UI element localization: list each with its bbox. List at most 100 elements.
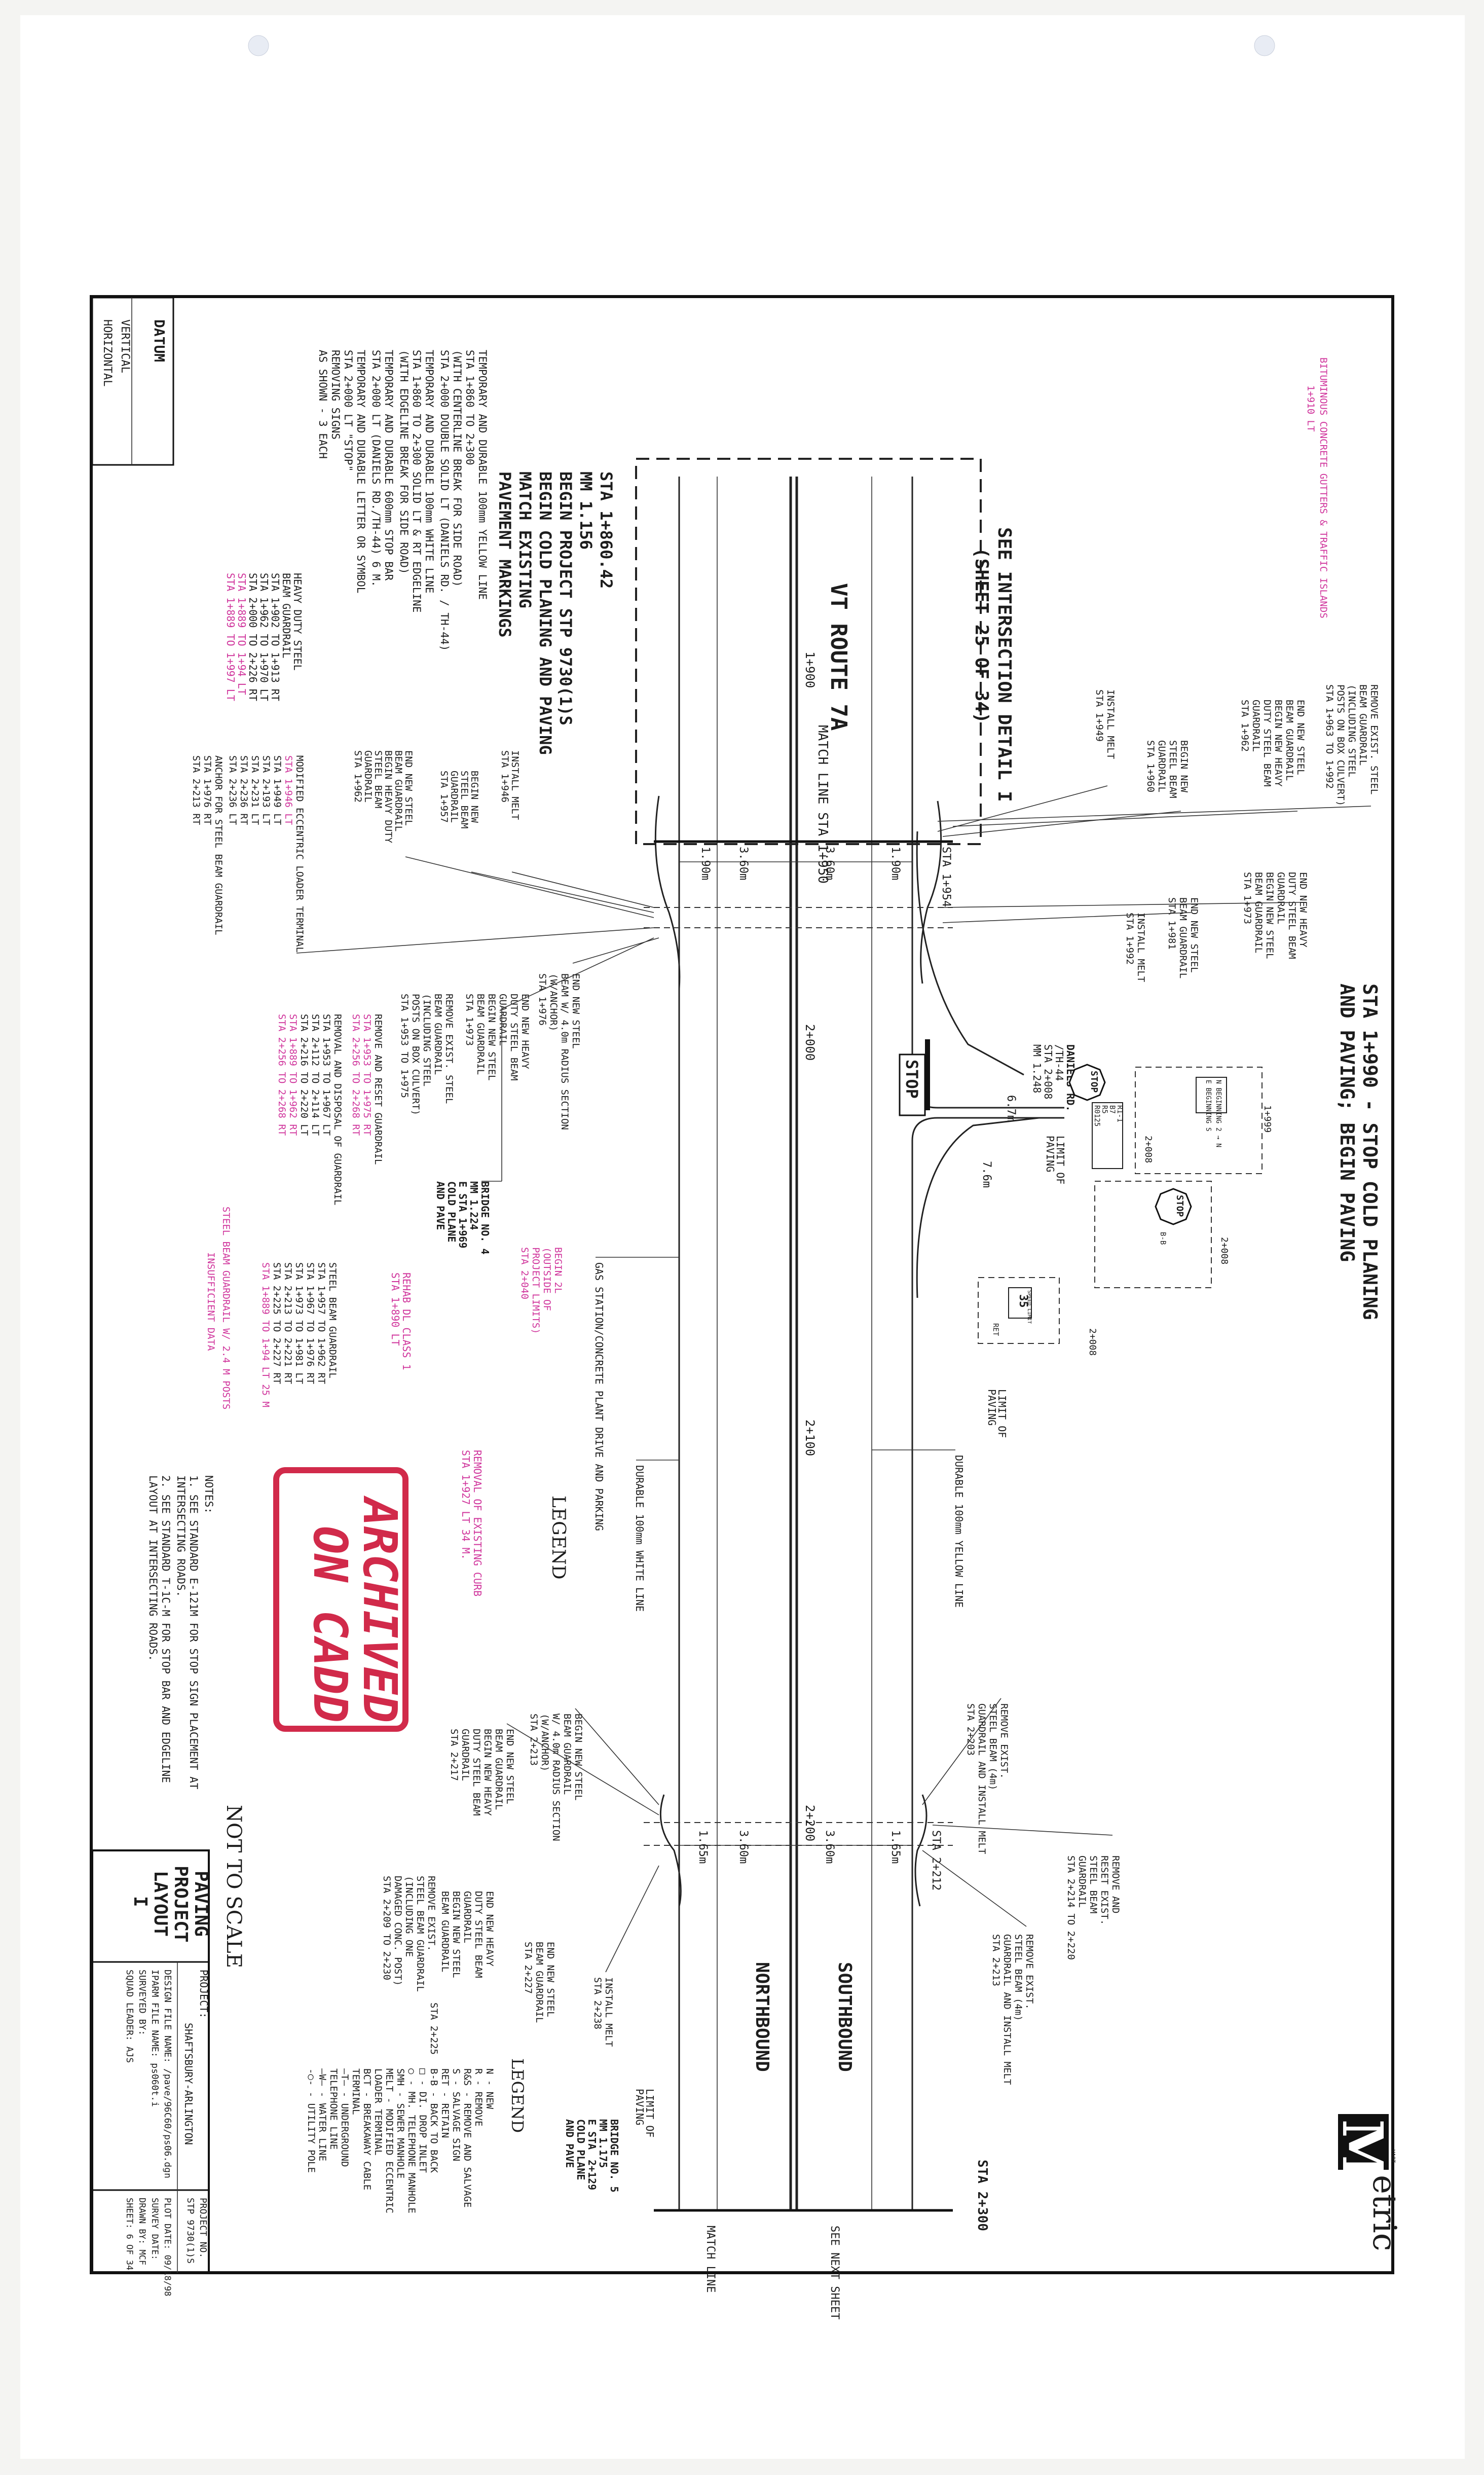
sign-code-4: R0125 [1093, 1105, 1101, 1126]
intersection-detail-title: SEE INTERSECTION DETAIL I [994, 527, 1015, 802]
lc-note-5-3: STEEL BEAM [373, 750, 384, 808]
rb-1-1: STEEL BEAM (4m) [987, 1703, 998, 1791]
lc-note-1-0: BEGIN NEW [469, 771, 480, 823]
tr-4-5: STA 1+973 [1242, 872, 1253, 924]
ml-0-0: END NEW STEEL [570, 973, 581, 1049]
sign-box-3 [978, 1277, 1060, 1344]
dim-top-2: 3.60m [737, 847, 750, 880]
limit-paving-4: PAVING [1044, 1136, 1056, 1172]
tb-squad: SQUAD LEADER: AJS [124, 1970, 135, 2063]
guardrail-right-bottom [914, 1794, 927, 1907]
title-block: PAVING PROJECT LAYOUT I PROJECT: SHAFTSB… [91, 1849, 211, 2296]
begin-project-line-6: PAVEMENT MARKINGS [495, 471, 514, 638]
stop-pavement-text: STOP [902, 1060, 921, 1099]
tr-1-4: GUARDRAIL [1250, 700, 1262, 752]
gas-station-note: GAS STATION/CONCRETE PLANT DRIVE AND PAR… [593, 1262, 605, 1531]
speed-sign-value: 35 [1017, 1294, 1029, 1308]
bt-4-1: BEAM GUARDRAIL [534, 1942, 545, 2023]
bt-0-3: (W/ANCHOR) [539, 1714, 550, 1771]
begin-note: BEGIN 2L (OUTSIDE OF PROJECT LIMITS) STA… [519, 1247, 564, 1334]
tb-iparm: IPARM FILE NAME: ps060t.i [150, 1970, 160, 2107]
melt-2: STA 1+949 LT [272, 755, 283, 825]
match-line-top-label: MATCH LINE STA 1+950 [815, 725, 830, 884]
curb-return-lower [916, 1117, 1040, 1298]
bt-3-4: BEAM GUARDRAIL [439, 1891, 451, 1972]
tr-0-0: REMOVE EXIST. STEEL [1368, 684, 1380, 794]
tb-title-4: I [130, 1896, 151, 1907]
sign-begin-n2-text: E BEGINNING S [1204, 1080, 1212, 1132]
sign-sta-2008a: 2+008 [1143, 1136, 1154, 1163]
notes-2a: 2. SEE STANDARD T-1C-M FOR STOP BAR AND … [160, 1475, 172, 1783]
stop-sign-text-1: STOP [1089, 1071, 1099, 1093]
ml-4-3: STA 2+216 TO 2+220 LT [299, 1014, 310, 1136]
stop-bar-2: STA 2+000 LT (DANIELS RD./TH-44) 6 M. [370, 350, 382, 587]
durable-yellow-note: DURABLE 100mm YELLOW LINE [953, 1455, 965, 1608]
tr-4-4: BEAM GUARDRAIL [1253, 872, 1264, 953]
stop-sign-octagon-1 [1068, 1064, 1106, 1101]
legend-mid-label: LEGEND [548, 1496, 569, 1580]
stop-sign-text-2: STOP [1174, 1195, 1185, 1217]
tr-0-1: BEAM GUARDRAIL [1357, 684, 1368, 766]
ml-4-0: REMOVAL AND DISPOSAL OF GUARDRAIL [332, 1014, 343, 1206]
pavement-marking-notes: TEMPORARY AND DURABLE 100mm YELLOW LINE … [317, 350, 489, 651]
sign-begin-n [1196, 1077, 1227, 1113]
bt-1-2: BEGIN NEW HEAVY [482, 1729, 493, 1816]
archived-stamp: ARCHIVED ON CADD [273, 1467, 409, 1732]
dr-2: STA 2+008 [1042, 1044, 1054, 1099]
guardrail-left-bottom [659, 1794, 682, 1907]
dim-bot-2: 3.60m [737, 1830, 750, 1864]
b5-2: E STA [586, 2119, 598, 2150]
ml-4-1: STA 1+953 TO 1+967 LT [321, 1014, 332, 1136]
datum-title: DATUM [151, 319, 168, 362]
melt-4: STA 2+231 LT [249, 755, 261, 825]
intersection-detail-sheet: (SHEET 25 OF 34) [971, 548, 992, 723]
ml-1-3: BEGIN NEW STEEL [486, 994, 497, 1081]
legend-item-16: -○- - UTILITY POLE [306, 2068, 317, 2173]
legend-item-5: B-B - BACK TO BACK [428, 2068, 439, 2173]
dim-bot-3: 3.60m [823, 1830, 836, 1864]
tb-sheet: SHEET: 6 OF 34 [124, 2198, 134, 2270]
bt-3-1: DUTY STEEL BEAM [473, 1891, 484, 1978]
legend-item-11: BCT - BREAKAWAY CABLE [361, 2068, 373, 2190]
dim-top-4: 1.90m [889, 847, 902, 880]
tb-project-no: STP 9730(1)S [185, 2198, 196, 2264]
left-column-notes: INSTALL MELT STA 1+946 BEGIN NEW STEEL B… [191, 750, 521, 953]
limit-paving-5: LIMIT OF [644, 2089, 656, 2137]
paper [20, 15, 1465, 2459]
sb-3: STA 1+973 TO 1+981 LT [293, 1262, 305, 1384]
rehab-1: REHAB DL CLASS 1 [400, 1272, 413, 1370]
legend-item-6: □ - DI. DROP INLET [417, 2068, 428, 2173]
rb-1-3: STA 2+203 [965, 1703, 976, 1756]
sign-code-ret: RET [991, 1323, 999, 1336]
sb-pink-1: STEEL BEAM GUARDRAIL W/ 2.4 M POSTS [220, 1207, 232, 1409]
intersection-detail-box [635, 458, 982, 845]
station-2000: 2+000 [803, 1024, 817, 1061]
sign-sta-999: 1+999 [1262, 1105, 1273, 1133]
notes-1b: INTERSECTING ROADS. [175, 1475, 187, 1597]
tb-survey-date: SURVEY DATE: [150, 2198, 160, 2260]
ml-1-5: STA 1+973 [464, 994, 475, 1046]
begin-project-line-5: MATCH EXISTING [515, 471, 535, 608]
southbound-label: SOUTHBOUND [834, 1962, 855, 2072]
ml-2-3: POSTS ON BOX CULVERT) [410, 994, 421, 1115]
bn-0: BEGIN 2L [552, 1247, 564, 1294]
tr-2-0: BEGIN NEW [1178, 740, 1190, 793]
scan-hole-left [248, 35, 269, 56]
station-2100: 2+100 [803, 1420, 817, 1456]
see-next-sheet-label: SEE NEXT SHEET [828, 2226, 841, 2319]
logo-m: M [1330, 2119, 1395, 2181]
legend-item-1: R - REMOVE [473, 2068, 484, 2126]
stop-sign-octagon-2 [1155, 1188, 1192, 1225]
white-line-1: TEMPORARY AND DURABLE 100mm WHITE LINE [423, 350, 435, 593]
ml-1-2: GUARDRAIL [497, 994, 508, 1046]
yellow-line-2: STA 1+860 TO 2+300 [464, 350, 476, 465]
legend-item-8: SMH - SEWER MANHOLE [395, 2068, 406, 2178]
mid-left-notes: END NEW STEEL BEAM W/ 4.0m RADIUS SECTIO… [276, 973, 581, 1206]
bt-3-0: END NEW HEAVY [484, 1891, 495, 1967]
sb-1: STA 1+957 TO 1+962 RT [316, 1262, 327, 1384]
sb-2: STA 1+967 TO 1+976 RT [305, 1262, 316, 1384]
legend-item-13: —T— - UNDERGROUND [339, 2068, 350, 2167]
symbol-1: TEMPORARY AND DURABLE LETTER OR SYMBOL [355, 350, 367, 593]
tr-1-5: STA 1+962 [1239, 700, 1250, 752]
tr-4-3: BEGIN NEW STEEL [1264, 872, 1275, 959]
